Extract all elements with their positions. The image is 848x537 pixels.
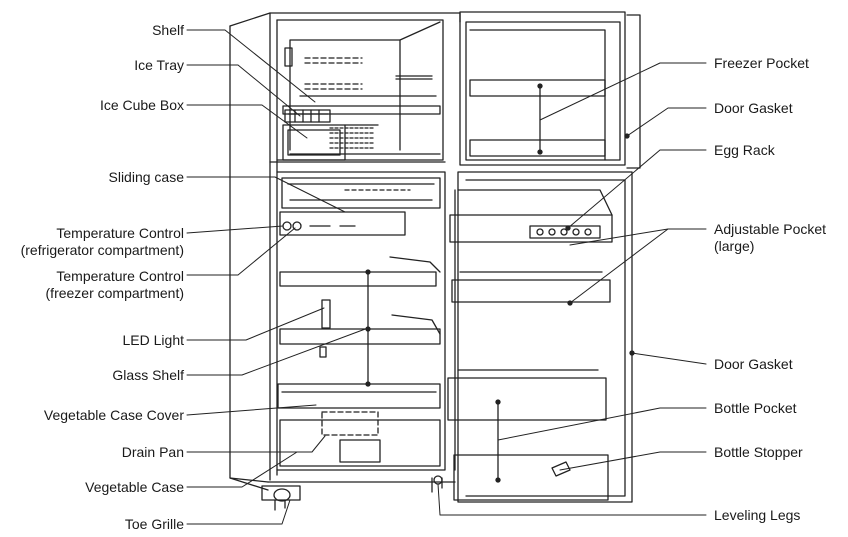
vegetable-case xyxy=(279,419,441,467)
label-temp-control-freezer: Temperature Control (freezer compartment… xyxy=(45,268,184,301)
label-drain-pan: Drain Pan xyxy=(121,444,184,460)
label-leveling-legs: Leveling Legs xyxy=(714,507,801,523)
label-door-gasket-bottom: Door Gasket xyxy=(714,356,793,372)
label-ice-tray: Ice Tray xyxy=(134,57,184,73)
vegetable-case-cover xyxy=(277,383,441,409)
label-glass-shelf: Glass Shelf xyxy=(112,367,184,383)
bottle-stopper xyxy=(551,461,571,477)
label-bottle-stopper: Bottle Stopper xyxy=(714,444,803,460)
ice-cube-box xyxy=(282,124,346,161)
freezer-pocket-lower xyxy=(469,139,606,157)
refrigerator-door xyxy=(447,171,635,503)
label-adjustable-pocket: Adjustable Pocket (large) xyxy=(714,221,827,254)
temp-dial-fridge xyxy=(282,221,292,231)
label-egg-rack: Egg Rack xyxy=(714,142,775,158)
leader-lines-left xyxy=(186,29,369,525)
freezer-door xyxy=(459,11,641,169)
toe-grille xyxy=(261,485,301,501)
label-sliding-case: Sliding case xyxy=(108,169,185,185)
label-freezer-pocket: Freezer Pocket xyxy=(714,55,809,71)
label-led-light: LED Light xyxy=(122,332,184,348)
ice-tray xyxy=(284,109,331,123)
glass-shelf-1 xyxy=(279,271,437,287)
adjustable-pocket xyxy=(451,279,611,303)
base xyxy=(261,475,443,511)
label-door-gasket-top: Door Gasket xyxy=(714,100,793,116)
freezer-compartment xyxy=(276,19,444,161)
bottle-pocket xyxy=(447,377,607,421)
leader-lines-right xyxy=(437,62,707,516)
refrigerator-compartment xyxy=(276,171,446,471)
sliding-case xyxy=(281,177,441,209)
leveling-leg xyxy=(433,475,443,485)
glass-shelf-2 xyxy=(279,328,441,345)
label-bottle-pocket: Bottle Pocket xyxy=(714,400,797,416)
label-toe-grille: Toe Grille xyxy=(124,516,184,532)
freezer-shelf xyxy=(282,105,441,115)
temp-dial-freezer xyxy=(292,221,302,231)
label-vegetable-case: Vegetable Case xyxy=(85,479,184,495)
label-shelf: Shelf xyxy=(152,22,184,38)
label-temp-control-fridge: Temperature Control (refrigerator compar… xyxy=(20,225,184,258)
label-vegetable-case-cover: Vegetable Case Cover xyxy=(43,407,184,423)
label-ice-cube-box: Ice Cube Box xyxy=(99,97,184,113)
freezer-pocket-upper xyxy=(469,79,606,97)
egg-rack xyxy=(449,214,613,243)
